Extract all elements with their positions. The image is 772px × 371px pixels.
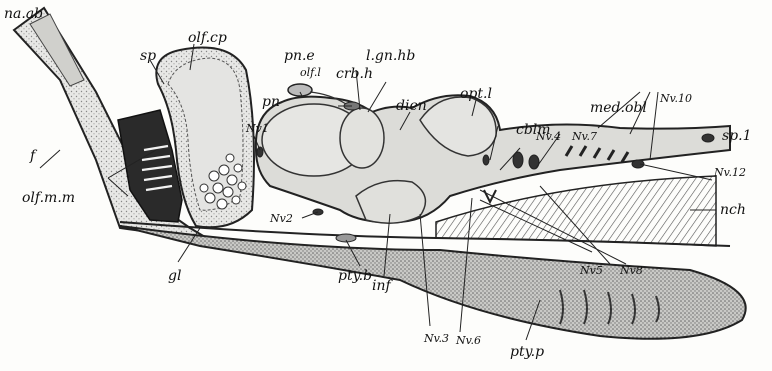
label-gl: gl <box>168 268 181 284</box>
label-pn: pn <box>262 94 280 110</box>
label-na-ab: na.ab <box>4 6 43 22</box>
habenula-region <box>340 108 384 168</box>
label-pn-e: pn.e <box>284 48 315 64</box>
label-crb-h: crb.h <box>336 66 373 82</box>
label-pty-p: pty.p <box>510 344 544 360</box>
label-nv2: Nv2 <box>269 212 293 225</box>
label-olf-cp: olf.cp <box>188 30 227 46</box>
label-nv12: Nv.12 <box>713 166 746 179</box>
label-med-obl: med.obl <box>590 100 647 116</box>
label-olf-m-m: olf.m.m <box>22 190 75 206</box>
label-dien: dien <box>396 98 427 114</box>
label-sp-1: sp.1 <box>722 128 752 144</box>
label-opt-l: opt.l <box>460 86 492 102</box>
label-nv7: Nv.7 <box>571 130 597 143</box>
label-nch: nch <box>720 202 746 218</box>
label-l-gn-hb: l.gn.hb <box>366 48 415 64</box>
label-nv5: Nv5 <box>579 264 603 277</box>
label-sp: sp <box>140 48 156 64</box>
label-olf-l: olf.l <box>300 66 321 79</box>
label-f: f <box>29 148 38 164</box>
label-nv3: Nv.3 <box>423 332 449 345</box>
pineal-eye <box>288 84 312 96</box>
label-nv10: Nv.10 <box>659 92 692 105</box>
label-nv6: Nv.6 <box>455 334 481 347</box>
label-nv4: Nv.4 <box>535 130 561 143</box>
label-nv8: Nv8 <box>619 264 643 277</box>
label-nv1: Nv1 <box>245 122 269 135</box>
label-inf: inf <box>372 278 393 294</box>
label-pty-b: pty.b <box>338 268 372 284</box>
